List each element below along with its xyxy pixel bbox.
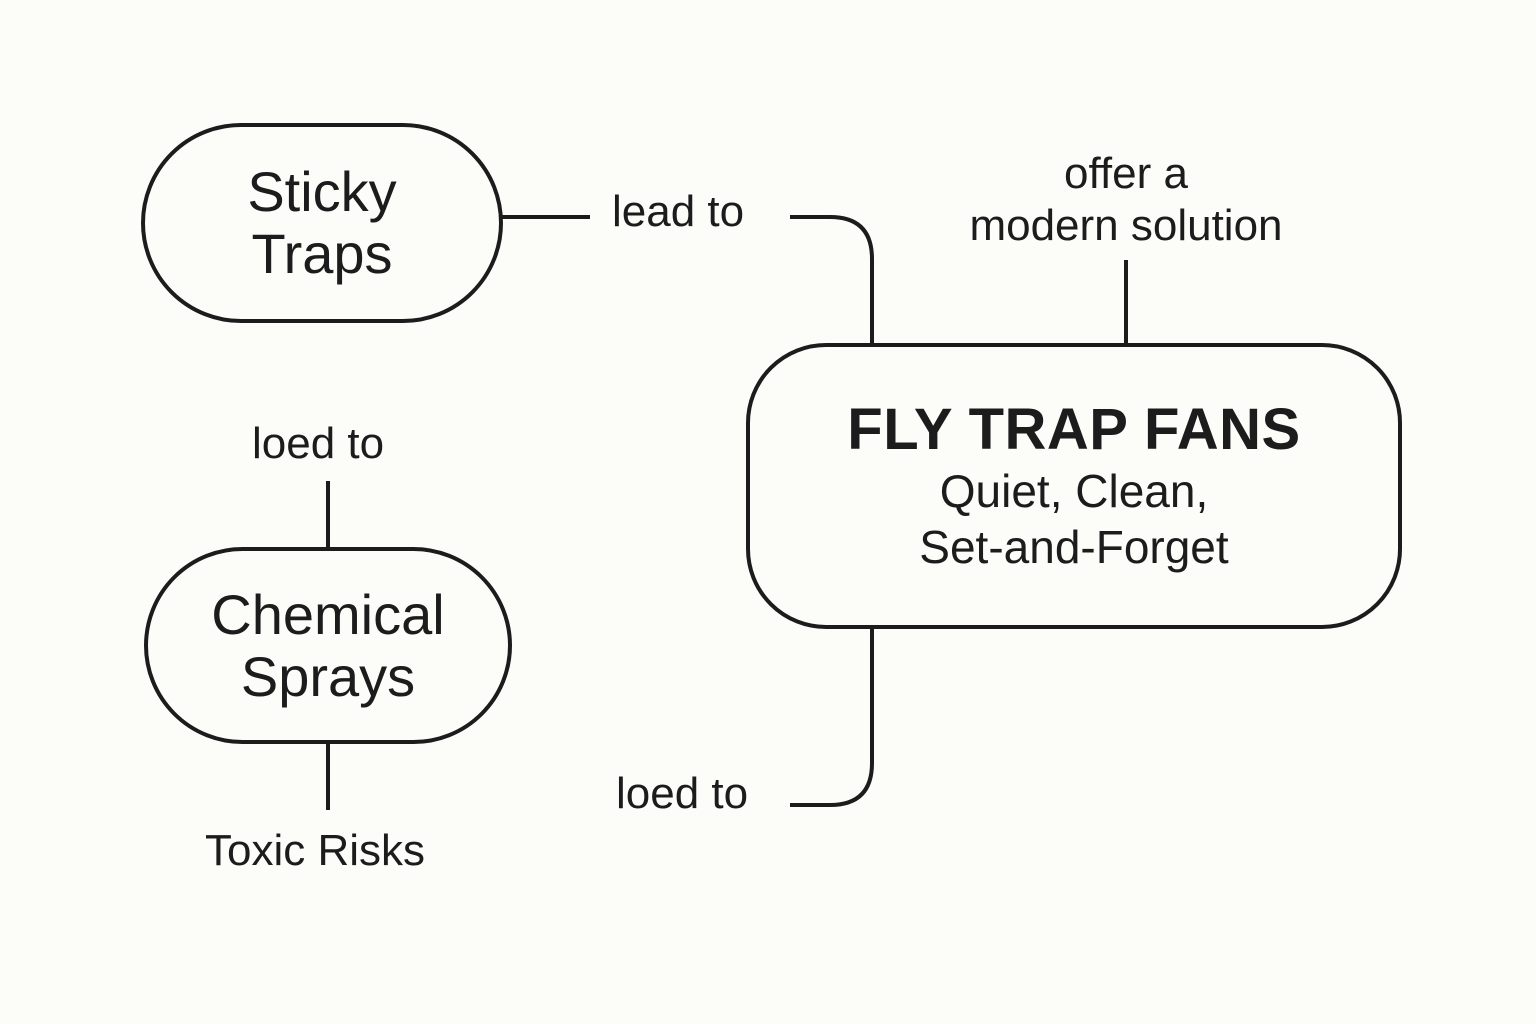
node-sticky-traps[interactable]: Sticky Traps — [141, 123, 503, 323]
node-fly-trap-fans-subtitle-line2: Set-and-Forget — [919, 521, 1229, 573]
node-chemical-sprays-line1: Chemical — [211, 582, 445, 646]
edge-label-lead-to: lead to — [612, 187, 745, 236]
edge-label-offer-line1: offer a — [1064, 149, 1188, 198]
edge-label-fans-bottom: loed to — [616, 769, 749, 818]
edge-label-chemical-top: loed to — [252, 419, 385, 468]
node-fly-trap-fans[interactable]: FLY TRAP FANS Quiet, Clean, Set-and-Forg… — [746, 343, 1402, 629]
node-fly-trap-fans-subtitle-line1: Quiet, Clean, — [939, 465, 1209, 517]
edge-label-offer-modern-solution: offer a modern solution — [926, 148, 1326, 252]
connector-label-to-fans — [790, 215, 874, 345]
node-fly-trap-fans-title: FLY TRAP FANS — [847, 397, 1301, 462]
node-sticky-traps-line2: Traps — [251, 222, 393, 285]
node-sticky-traps-line1: Sticky — [247, 160, 397, 223]
edge-label-offer-line2: modern solution — [969, 201, 1283, 250]
node-toxic-risks: Toxic Risks — [205, 826, 426, 875]
node-chemical-sprays-line2: Sprays — [240, 644, 416, 708]
connector-fans-to-bottom-label — [790, 627, 874, 807]
node-chemical-sprays[interactable]: Chemical Sprays — [144, 547, 512, 744]
